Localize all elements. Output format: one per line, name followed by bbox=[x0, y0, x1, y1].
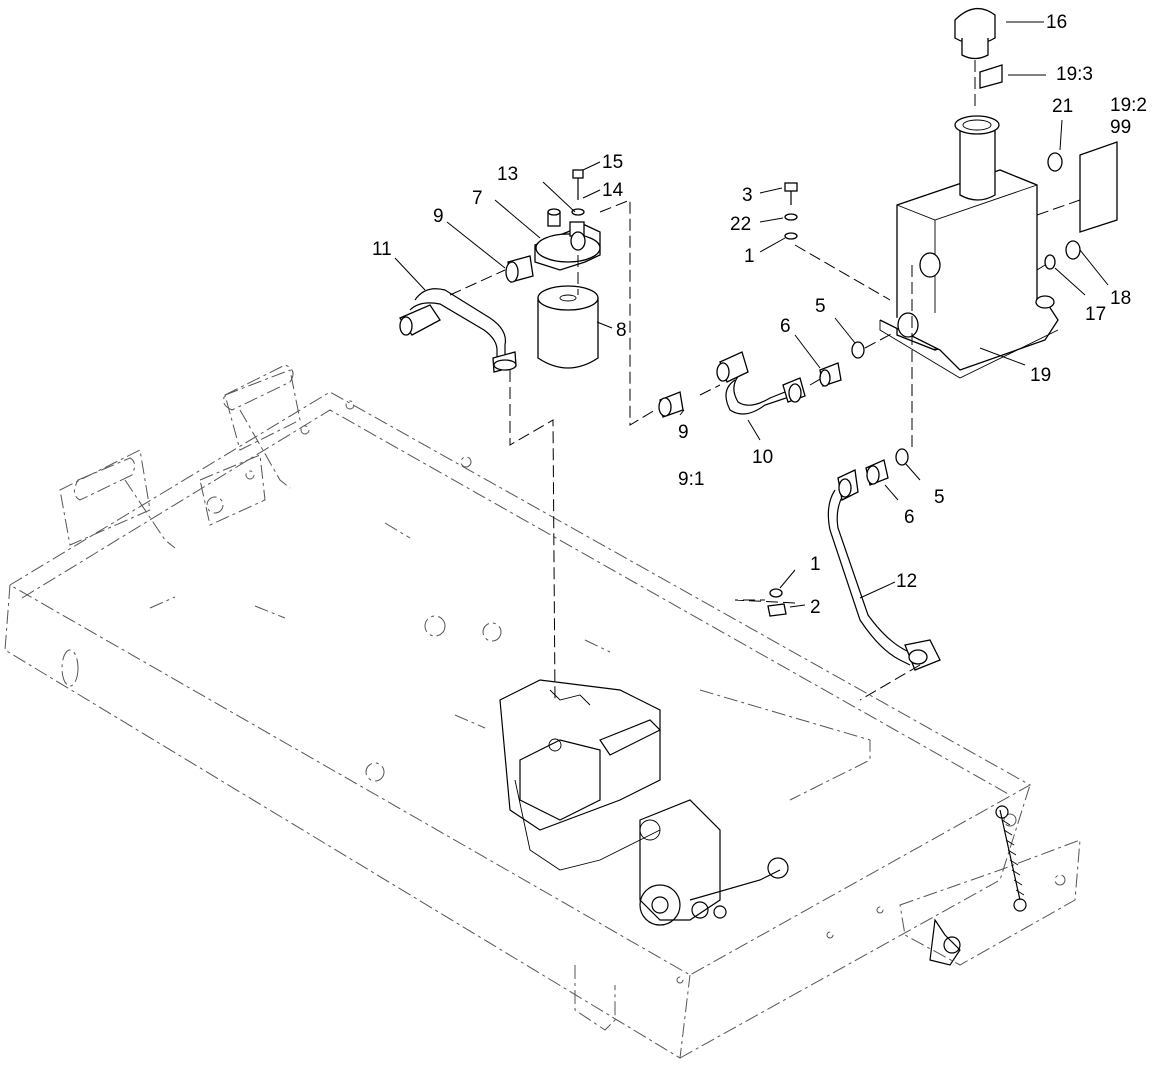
callout-15: 15 bbox=[602, 152, 623, 173]
callout-6-lower: 6 bbox=[904, 507, 915, 528]
callout-11: 11 bbox=[372, 239, 392, 260]
fitting-9-lower bbox=[658, 391, 684, 418]
callout-19-3: 19:3 bbox=[1056, 64, 1093, 85]
callout-labels: 16 19:3 19:2 99 21 15 13 14 7 9 11 8 3 2… bbox=[372, 12, 1147, 618]
callout-8: 8 bbox=[616, 320, 627, 341]
bolt-15-washer-14 bbox=[571, 169, 585, 216]
callout-10: 10 bbox=[752, 447, 773, 468]
fitting-21 bbox=[1047, 152, 1063, 172]
callout-7: 7 bbox=[472, 188, 483, 209]
callout-99: 99 bbox=[1110, 117, 1131, 138]
hose-10 bbox=[716, 351, 806, 415]
filter-element-8 bbox=[537, 285, 599, 369]
callout-9-1: 9:1 bbox=[678, 469, 704, 490]
callout-3: 3 bbox=[742, 185, 753, 206]
callout-12: 12 bbox=[896, 571, 917, 592]
decal-19-2-99 bbox=[1079, 141, 1118, 233]
hose-12 bbox=[827, 469, 941, 671]
callout-5-lower: 5 bbox=[934, 487, 945, 508]
fittings-6-5-upper bbox=[819, 341, 865, 387]
hose-11 bbox=[399, 288, 517, 373]
filter-head-7 bbox=[534, 208, 601, 271]
idler-spring bbox=[929, 805, 1027, 966]
fitting-9-upper bbox=[505, 255, 534, 283]
callout-1-upper: 1 bbox=[744, 246, 755, 267]
fitting-18-oring-17 bbox=[1044, 240, 1081, 270]
callout-22: 22 bbox=[730, 214, 751, 235]
callout-1-lower: 1 bbox=[810, 554, 821, 575]
callout-18: 18 bbox=[1110, 288, 1131, 309]
callout-13: 13 bbox=[497, 164, 518, 185]
control-handles bbox=[74, 364, 294, 549]
callout-5-upper: 5 bbox=[815, 296, 826, 317]
callout-9-lower: 9 bbox=[678, 422, 689, 443]
washer-1-nut-2 bbox=[767, 588, 787, 617]
callout-19: 19 bbox=[1030, 365, 1051, 386]
callout-14: 14 bbox=[602, 180, 624, 201]
callout-9-upper: 9 bbox=[433, 206, 444, 227]
fittings-6-5-lower bbox=[865, 448, 909, 486]
assembly-center-lines bbox=[449, 60, 1081, 701]
filler-cap-16 bbox=[954, 8, 996, 60]
pump-assembly bbox=[499, 679, 789, 926]
reservoir-tank-19 bbox=[879, 115, 1059, 379]
callout-2: 2 bbox=[810, 597, 821, 618]
bolt-3-washers bbox=[784, 182, 798, 240]
callout-17: 17 bbox=[1085, 304, 1106, 325]
callout-6-upper: 6 bbox=[780, 316, 791, 337]
callout-21: 21 bbox=[1052, 96, 1073, 117]
callout-16: 16 bbox=[1046, 12, 1067, 33]
decal-19-3 bbox=[979, 64, 1003, 89]
mower-frame-phantom bbox=[4, 369, 1081, 1059]
leader-lines bbox=[394, 21, 1109, 608]
callout-19-2: 19:2 bbox=[1110, 95, 1147, 116]
